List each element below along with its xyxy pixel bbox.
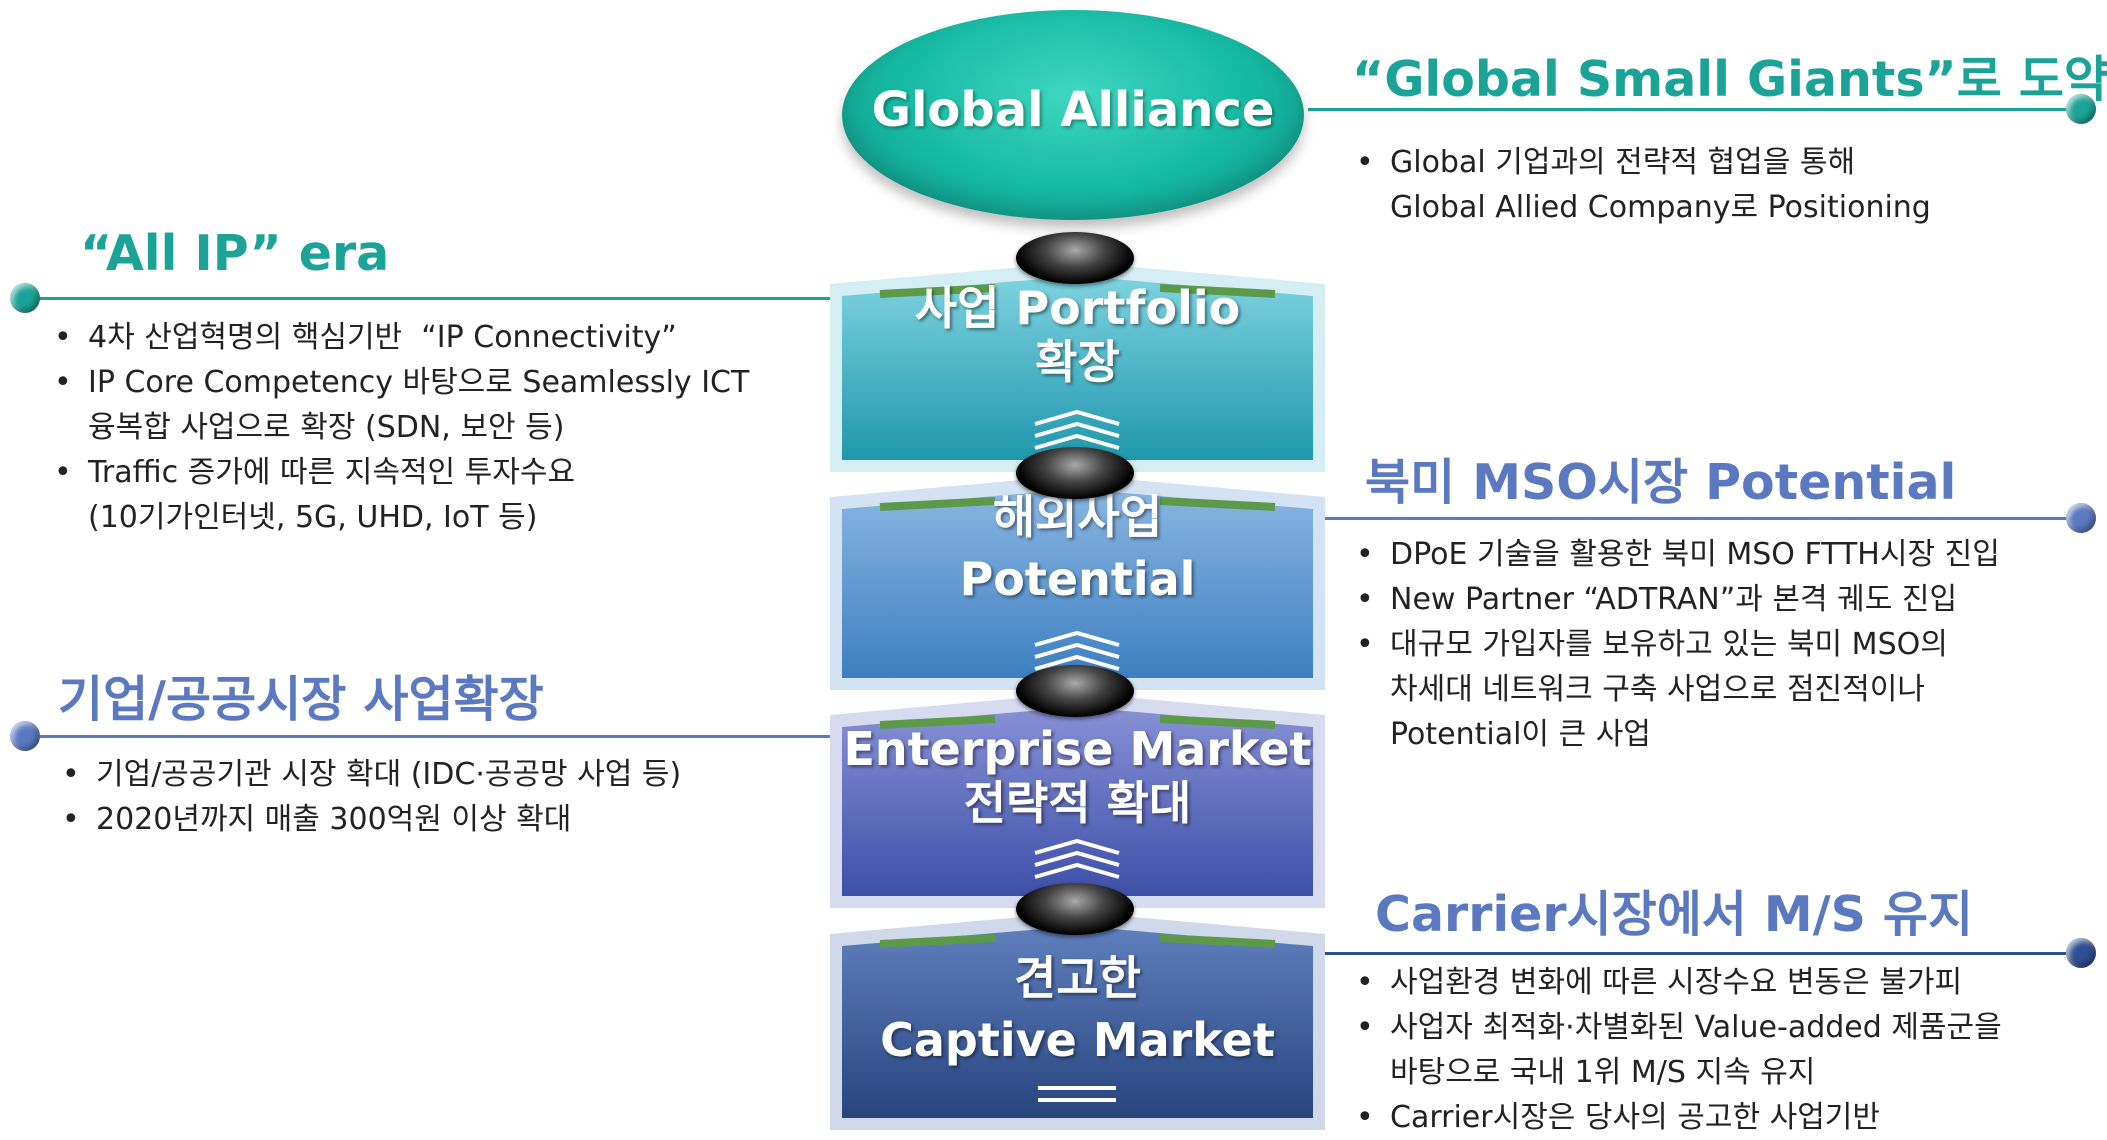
list-item: 대규모 가입자를 보유하고 있는 북미 MSO의 — [1352, 622, 2000, 667]
global-alliance-label: Global Alliance — [871, 82, 1275, 138]
list-item: 2020년까지 매출 300억원 이상 확대 — [58, 797, 681, 842]
heading-global-small-giants: “Global Small Giants”로 도약 — [1352, 51, 2107, 108]
list-item: 사업자 최적화·차별화된 Value-added 제품군을 — [1352, 1005, 2002, 1050]
list-all-ip-era: 4차 산업혁명의 핵심기반 “IP Connectivity” IP Core … — [50, 315, 749, 540]
block-overseas-line1: 해외사업 — [992, 490, 1163, 544]
list-item: 사업환경 변화에 따른 시장수요 변동은 불가피 — [1352, 960, 2002, 1005]
connector-line-top-right — [1308, 108, 2068, 111]
list-global-small-giants: Global 기업과의 전략적 협업을 통해 Global Allied Com… — [1352, 140, 1931, 230]
block-captive-line1: 견고한 — [1014, 951, 1141, 1005]
list-item: 4차 산업혁명의 핵심기반 “IP Connectivity” — [50, 315, 749, 360]
connector-knob-left-mid — [10, 721, 40, 751]
list-item: 융복합 사업으로 확장 (SDN, 보안 등) — [88, 410, 565, 445]
block-portfolio-shape — [830, 262, 1325, 472]
block-portfolio-line2: 확장 — [1035, 335, 1120, 389]
list-item: Potential이 큰 사업 — [1390, 717, 1651, 752]
block-captive: 견고한 Captive Market — [830, 912, 1325, 1130]
block-captive-line2: Captive Market — [880, 1013, 1275, 1067]
block-portfolio: 사업 Portfolio 확장 — [830, 262, 1325, 472]
list-item: Global Allied Company로 Positioning — [1390, 190, 1931, 225]
block-captive-shape — [830, 912, 1325, 1130]
connector-knob-right-mid — [2066, 503, 2096, 533]
block-enterprise-line2: 전략적 확대 — [963, 776, 1192, 830]
list-carrier-market: 사업환경 변화에 따른 시장수요 변동은 불가피 사업자 최적화·차별화된 Va… — [1352, 960, 2002, 1140]
block-portfolio-line1: 사업 Portfolio — [914, 281, 1241, 335]
connector-line-left-top — [24, 297, 854, 300]
list-item: IP Core Competency 바탕으로 Seamlessly ICT — [50, 360, 749, 405]
list-item: (10기가인터넷, 5G, UHD, IoT 등) — [88, 500, 538, 535]
list-item: DPoE 기술을 활용한 북미 MSO FTTH시장 진입 — [1352, 532, 2000, 577]
list-north-america-mso: DPoE 기술을 활용한 북미 MSO FTTH시장 진입 New Partne… — [1352, 532, 2000, 757]
heading-enterprise-public: 기업/공공시장 사업확장 — [58, 671, 544, 728]
connector-knob-right-bottom — [2066, 938, 2096, 968]
block-overseas-line2: Potential — [959, 552, 1196, 606]
connector-puck-2 — [1016, 447, 1134, 499]
list-item: 차세대 네트워크 구축 사업으로 점진적이나 — [1390, 672, 1925, 707]
connector-puck-4 — [1016, 883, 1134, 935]
list-item: Global 기업과의 전략적 협업을 통해 — [1352, 140, 1931, 185]
block-enterprise: Enterprise Market 전략적 확대 — [830, 693, 1325, 908]
heading-north-america-mso: 북미 MSO시장 Potential — [1365, 454, 1957, 511]
heading-all-ip-era: “All IP” era — [80, 225, 390, 282]
connector-puck-1 — [1016, 232, 1134, 284]
list-item: New Partner “ADTRAN”과 본격 궤도 진입 — [1352, 577, 2000, 622]
connector-line-right-mid — [1300, 517, 2070, 520]
connector-knob-top-right — [2066, 94, 2096, 124]
block-overseas-shape — [830, 475, 1325, 690]
connector-knob-left-top — [10, 283, 40, 313]
connector-line-left-mid — [24, 735, 854, 738]
list-item: Traffic 증가에 따른 지속적인 투자수요 — [50, 450, 749, 495]
block-enterprise-line1: Enterprise Market — [843, 722, 1312, 776]
block-overseas: 해외사업 Potential — [830, 475, 1325, 690]
block-enterprise-shape — [830, 693, 1325, 908]
connector-line-right-bottom — [1300, 952, 2070, 955]
list-item: Carrier시장은 당사의 공고한 사업기반 — [1352, 1095, 2002, 1140]
heading-carrier-market: Carrier시장에서 M/S 유지 — [1375, 886, 1974, 943]
global-alliance-ellipse: Global Alliance — [842, 10, 1304, 220]
list-enterprise-public: 기업/공공기관 시장 확대 (IDC·공공망 사업 등) 2020년까지 매출 … — [58, 752, 681, 842]
list-item: 바탕으로 국내 1위 M/S 지속 유지 — [1390, 1055, 1816, 1090]
list-item: 기업/공공기관 시장 확대 (IDC·공공망 사업 등) — [58, 752, 681, 797]
connector-puck-3 — [1016, 665, 1134, 717]
